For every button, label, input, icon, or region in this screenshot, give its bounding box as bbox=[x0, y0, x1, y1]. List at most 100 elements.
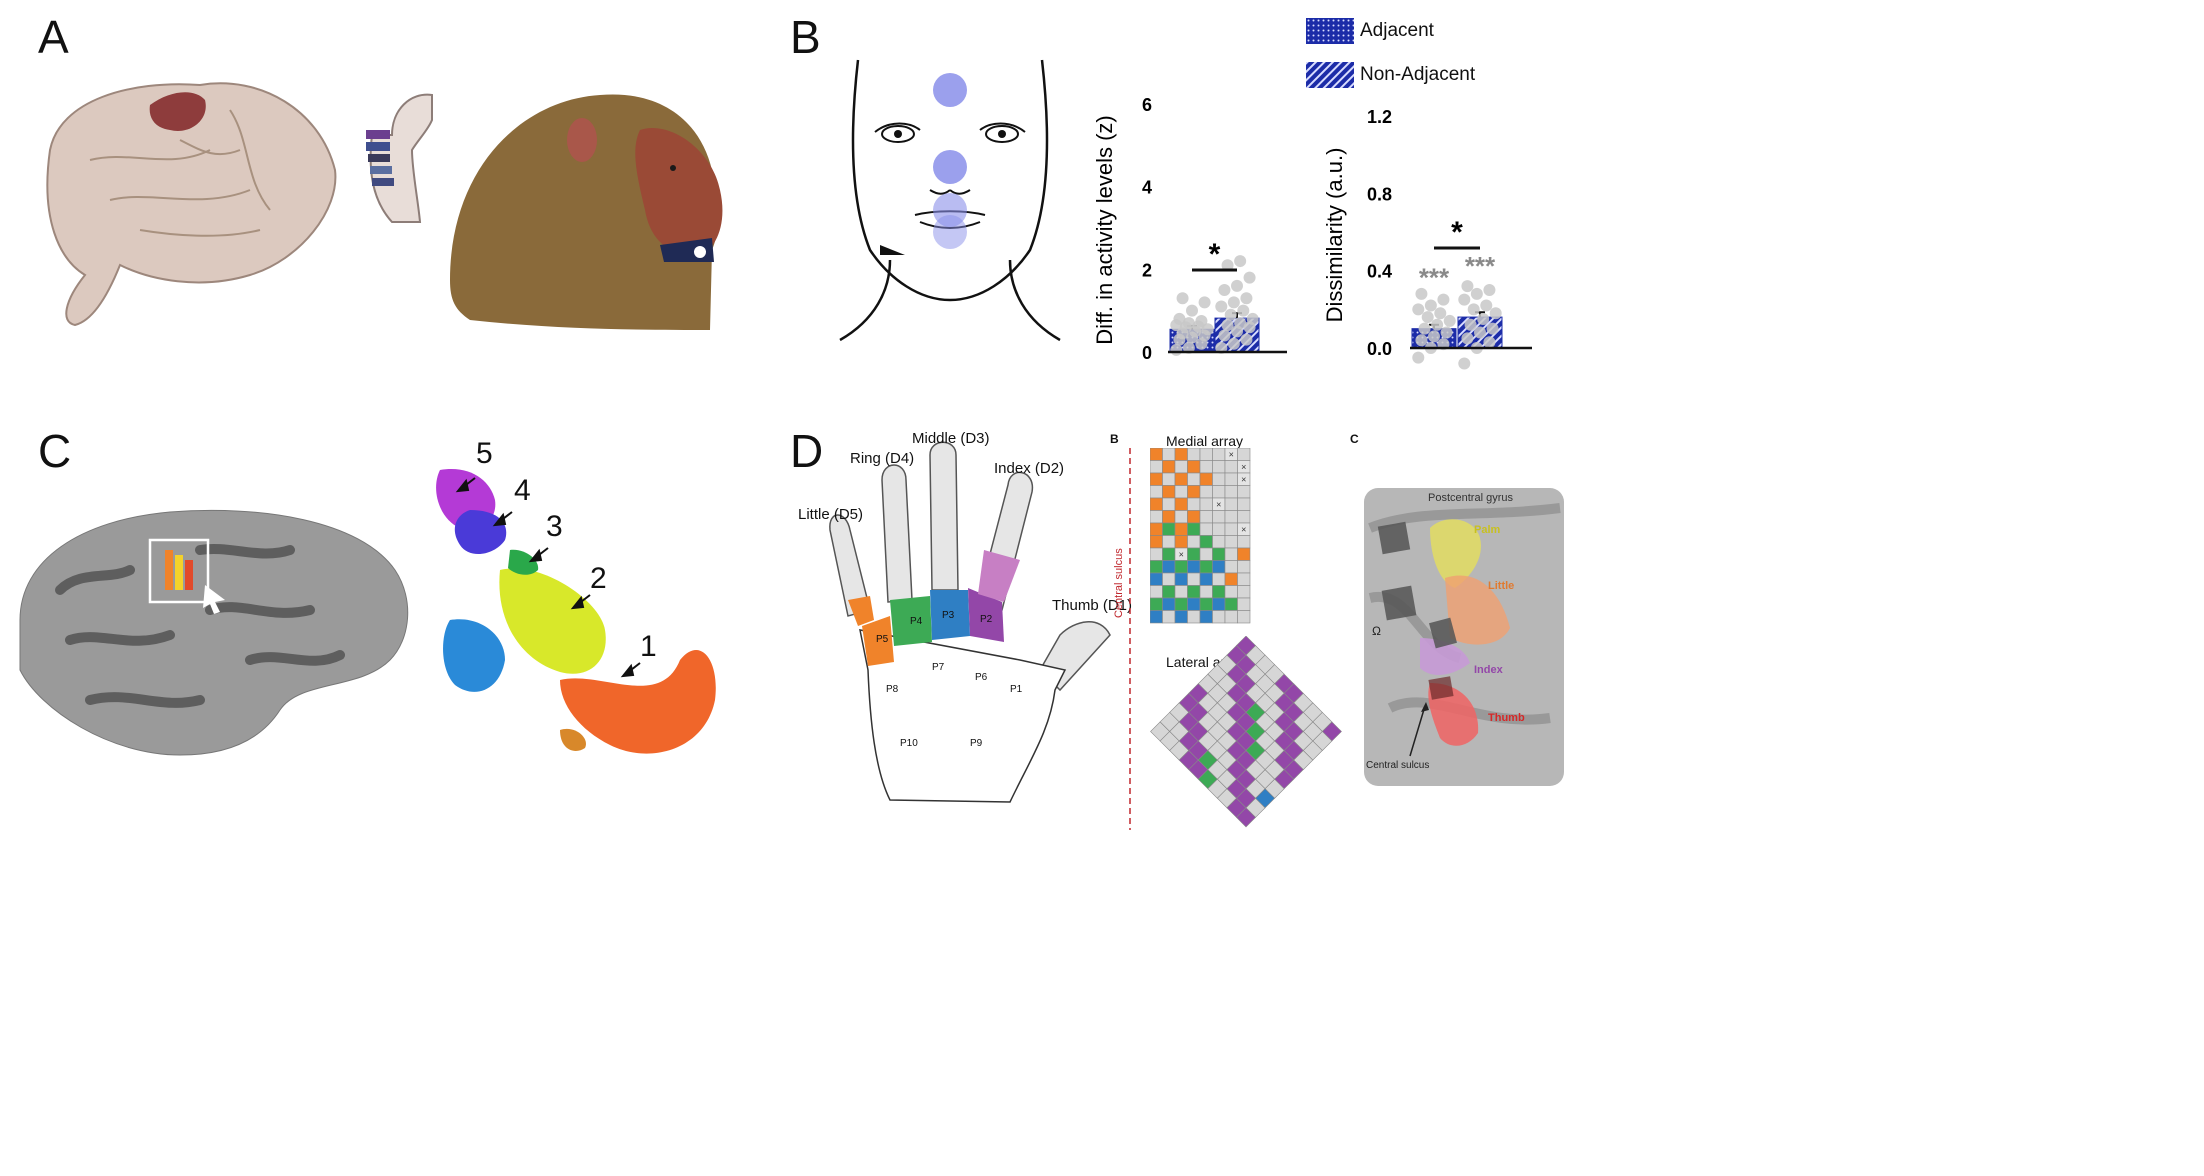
data-point bbox=[1237, 304, 1250, 317]
data-point bbox=[1477, 313, 1490, 325]
data-point bbox=[1440, 326, 1453, 339]
array-electrode bbox=[1199, 472, 1213, 486]
array-electrode bbox=[1187, 497, 1201, 511]
cortex-photo bbox=[1364, 488, 1564, 786]
legend-swatch-stripes bbox=[1306, 62, 1354, 88]
array-electrode bbox=[1224, 485, 1238, 499]
cluster-label-2: 2 bbox=[590, 562, 607, 595]
postcentral-gyrus-label: Postcentral gyrus bbox=[1428, 492, 1513, 504]
svg-text:P1: P1 bbox=[1010, 684, 1023, 695]
array-electrode bbox=[1237, 510, 1251, 524]
array-electrode bbox=[1199, 547, 1213, 561]
legend-swatch-dots bbox=[1306, 18, 1354, 44]
data-point bbox=[1461, 332, 1474, 345]
data-point bbox=[1434, 307, 1447, 320]
array-electrode bbox=[1162, 610, 1176, 624]
data-point bbox=[1170, 343, 1183, 356]
array-electrode bbox=[1237, 497, 1251, 511]
svg-text:P2: P2 bbox=[980, 614, 993, 625]
data-point bbox=[1234, 317, 1247, 330]
monkey-brain-image bbox=[46, 82, 337, 327]
array-electrode bbox=[1162, 535, 1176, 549]
chart-dissimilarity: Dissimilarity (a.u.) 0.00.40.81.2 ******… bbox=[1322, 107, 1532, 370]
dead-electrode-mark: × bbox=[1241, 462, 1246, 472]
activation-cluster-2 bbox=[499, 568, 606, 674]
array-electrode bbox=[1199, 560, 1213, 574]
data-point bbox=[1227, 337, 1240, 350]
dead-electrode-mark: × bbox=[1216, 500, 1221, 510]
array-electrode bbox=[1162, 547, 1176, 561]
legend-item-adjacent: Adjacent bbox=[1306, 18, 1475, 44]
array-electrode bbox=[1199, 497, 1213, 511]
array-electrode bbox=[1187, 472, 1201, 486]
panel-c-illustration bbox=[19, 469, 716, 756]
array-electrode bbox=[1174, 510, 1188, 524]
y-tick-label: 0.0 bbox=[1367, 339, 1392, 359]
central-sulcus-label: Central sulcus bbox=[1113, 548, 1125, 618]
array-electrode bbox=[1187, 610, 1201, 624]
data-point bbox=[1467, 303, 1480, 316]
data-point bbox=[1474, 326, 1486, 339]
array-electrode bbox=[1174, 472, 1188, 486]
legend-item-non-adjacent: Non-Adjacent bbox=[1306, 62, 1475, 88]
data-point bbox=[1483, 284, 1496, 296]
y-tick-label: 0.4 bbox=[1367, 262, 1392, 282]
array-electrode bbox=[1212, 597, 1226, 611]
data-point bbox=[1421, 311, 1434, 324]
array-electrode bbox=[1237, 597, 1251, 611]
svg-text:P10: P10 bbox=[900, 738, 918, 749]
array-electrode bbox=[1150, 448, 1163, 461]
data-point bbox=[1415, 287, 1428, 300]
array-electrode bbox=[1199, 448, 1213, 461]
legend-label-adjacent: Adjacent bbox=[1360, 20, 1434, 41]
array-electrode bbox=[1212, 510, 1226, 524]
lateral-array-rotated bbox=[1150, 636, 1342, 828]
subpanel-letter-b: B bbox=[1110, 432, 1119, 446]
panel-letter-a: A bbox=[38, 11, 69, 63]
central-sulcus-line bbox=[1129, 448, 1131, 830]
array-electrode bbox=[1199, 535, 1213, 549]
array-electrode bbox=[1174, 597, 1188, 611]
dead-electrode-mark: × bbox=[1241, 525, 1246, 535]
panel-letter-b: B bbox=[790, 11, 821, 63]
array-electrode bbox=[1162, 497, 1176, 511]
data-point bbox=[1240, 333, 1253, 346]
array-electrode bbox=[1174, 485, 1188, 499]
data-point bbox=[1480, 299, 1493, 312]
array-electrode bbox=[1150, 547, 1163, 561]
finger-label-little: Little (D5) bbox=[798, 506, 864, 523]
data-point bbox=[1240, 292, 1253, 305]
array-electrode bbox=[1174, 610, 1188, 624]
array-electrode bbox=[1162, 572, 1176, 586]
activation-cluster-4 bbox=[454, 510, 507, 555]
array-electrode bbox=[1187, 597, 1201, 611]
array-electrode bbox=[1199, 572, 1213, 586]
cluster-label-5: 5 bbox=[476, 437, 493, 470]
y-tick-label: 4 bbox=[1142, 178, 1152, 198]
array-electrode bbox=[1150, 572, 1163, 586]
array-electrode bbox=[1174, 560, 1188, 574]
inflated-brain-image bbox=[19, 509, 409, 756]
arrow-icon bbox=[203, 585, 225, 614]
data-point bbox=[1224, 308, 1237, 321]
array-electrode bbox=[1174, 460, 1188, 474]
data-point bbox=[1227, 296, 1240, 309]
y-tick-label: 2 bbox=[1142, 260, 1152, 280]
y-tick-label: 6 bbox=[1142, 95, 1152, 115]
y-tick-label: 0.8 bbox=[1367, 184, 1392, 204]
activation-cluster-1 bbox=[560, 649, 716, 754]
data-point bbox=[1431, 318, 1444, 331]
data-point bbox=[1218, 284, 1231, 296]
lateral-array-grid bbox=[1150, 636, 1342, 828]
data-point bbox=[1182, 317, 1195, 330]
array-electrode bbox=[1150, 585, 1163, 599]
data-point bbox=[1458, 293, 1471, 306]
medial-array-title: Medial array bbox=[1166, 433, 1244, 449]
array-electrode bbox=[1237, 560, 1251, 574]
chart-legend: Adjacent Non-Adjacent bbox=[1306, 18, 1475, 88]
data-point bbox=[1412, 351, 1425, 364]
activation-cluster-blue bbox=[443, 619, 505, 692]
data-point bbox=[1218, 329, 1231, 342]
array-electrode bbox=[1224, 547, 1238, 561]
tongue-image bbox=[366, 93, 433, 223]
